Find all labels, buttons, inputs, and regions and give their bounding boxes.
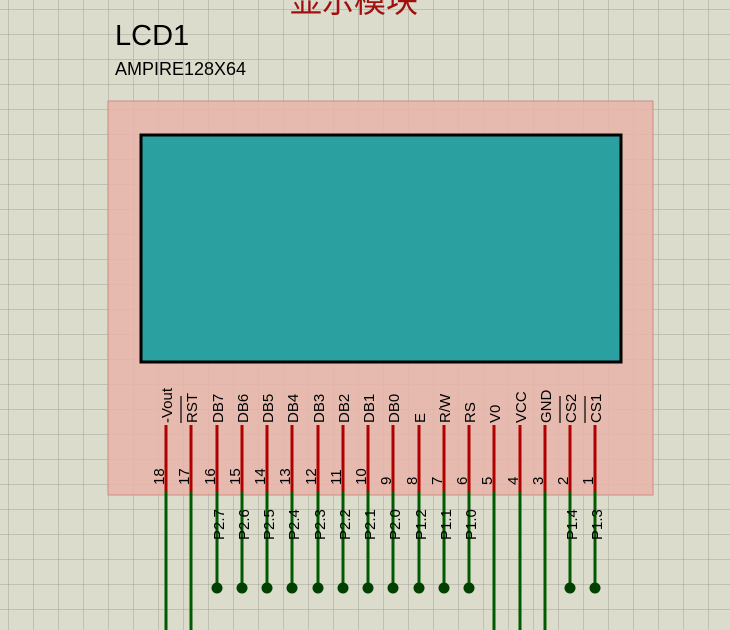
- junction-dot-rs: [463, 582, 475, 594]
- junction-dot-db6: [236, 582, 248, 594]
- net-label-db2: P2.2: [337, 509, 354, 540]
- pin-number-db7: 16: [202, 468, 219, 485]
- pin-number-cs1: 1: [580, 477, 597, 485]
- junction-dot-rw: [438, 582, 450, 594]
- pin-name-db2: DB2: [336, 394, 353, 423]
- pin-number-rst: 17: [176, 468, 193, 485]
- pin-number-vcc: 4: [505, 477, 522, 485]
- junction-dot-db7: [211, 582, 223, 594]
- net-label-db4: P2.4: [286, 509, 303, 540]
- net-label-e: P1.2: [413, 509, 430, 540]
- pin-number-v0: 5: [479, 477, 496, 485]
- pin-name-vcc: VCC: [513, 391, 530, 423]
- junction-dot-e: [413, 582, 425, 594]
- junction-dot-db2: [337, 582, 349, 594]
- pin-name-db7: DB7: [210, 394, 227, 423]
- pin-number-db2: 11: [328, 469, 345, 485]
- pin-name-db4: DB4: [285, 394, 302, 423]
- pin-name-rs: RS: [462, 402, 479, 423]
- pin-name-gnd: GND: [538, 390, 555, 424]
- pin-name-db6: DB6: [235, 394, 252, 423]
- pin-name-db5: DB5: [260, 394, 277, 423]
- pin-name-db1: DB1: [361, 394, 378, 423]
- pin-name-db3: DB3: [311, 394, 328, 423]
- pin-number-vout: 18: [151, 468, 168, 485]
- net-label-cs1: P1.3: [589, 509, 606, 540]
- junction-dot-db3: [312, 582, 324, 594]
- net-label-db1: P2.1: [362, 509, 379, 540]
- pin-number-e: 8: [404, 477, 421, 485]
- pin-name-cs2: CS2: [563, 394, 580, 423]
- junction-dot-db4: [286, 582, 298, 594]
- net-label-cs2: P1.4: [564, 509, 581, 540]
- sheet-title: 显示模块: [290, 0, 419, 20]
- pin-name-rw: R/W: [437, 393, 454, 423]
- net-label-rs: P1.0: [463, 509, 480, 540]
- pin-number-rw: 7: [429, 477, 446, 485]
- junction-dot-db5: [261, 582, 273, 594]
- net-label-db0: P2.0: [387, 509, 404, 540]
- pin-number-db3: 12: [303, 468, 320, 485]
- net-label-db3: P2.3: [312, 509, 329, 540]
- pin-name-vout: -Vout: [159, 387, 176, 423]
- component-model: AMPIRE128X64: [115, 59, 247, 79]
- pin-number-db0: 9: [378, 477, 395, 485]
- pin-number-db4: 13: [277, 468, 294, 485]
- pin-name-v0: V0: [487, 405, 504, 423]
- junction-dot-db0: [387, 582, 399, 594]
- pins-layer: -Vout18RST17DB716P2.7DB615P2.6DB514P2.5D…: [151, 387, 606, 630]
- component-reference[interactable]: LCD1: [115, 20, 190, 52]
- pin-name-rst: RST: [184, 393, 201, 423]
- pin-name-db0: DB0: [386, 394, 403, 423]
- net-label-rw: P1.1: [438, 509, 455, 540]
- junction-dot-cs2: [564, 582, 576, 594]
- junction-dot-cs1: [589, 582, 601, 594]
- pin-number-cs2: 2: [555, 477, 572, 485]
- pin-name-e: E: [412, 413, 429, 423]
- pin-number-db6: 15: [227, 468, 244, 485]
- net-label-db6: P2.6: [236, 509, 253, 540]
- pin-number-rs: 6: [454, 477, 471, 485]
- pin-number-db1: 10: [353, 468, 370, 485]
- pin-number-db5: 14: [252, 468, 269, 485]
- junction-dot-db1: [362, 582, 374, 594]
- lcd-display-area: [139, 133, 623, 364]
- pin-number-gnd: 3: [530, 477, 547, 485]
- net-label-db5: P2.5: [261, 509, 278, 540]
- pin-name-cs1: CS1: [588, 394, 605, 423]
- net-label-db7: P2.7: [211, 509, 228, 540]
